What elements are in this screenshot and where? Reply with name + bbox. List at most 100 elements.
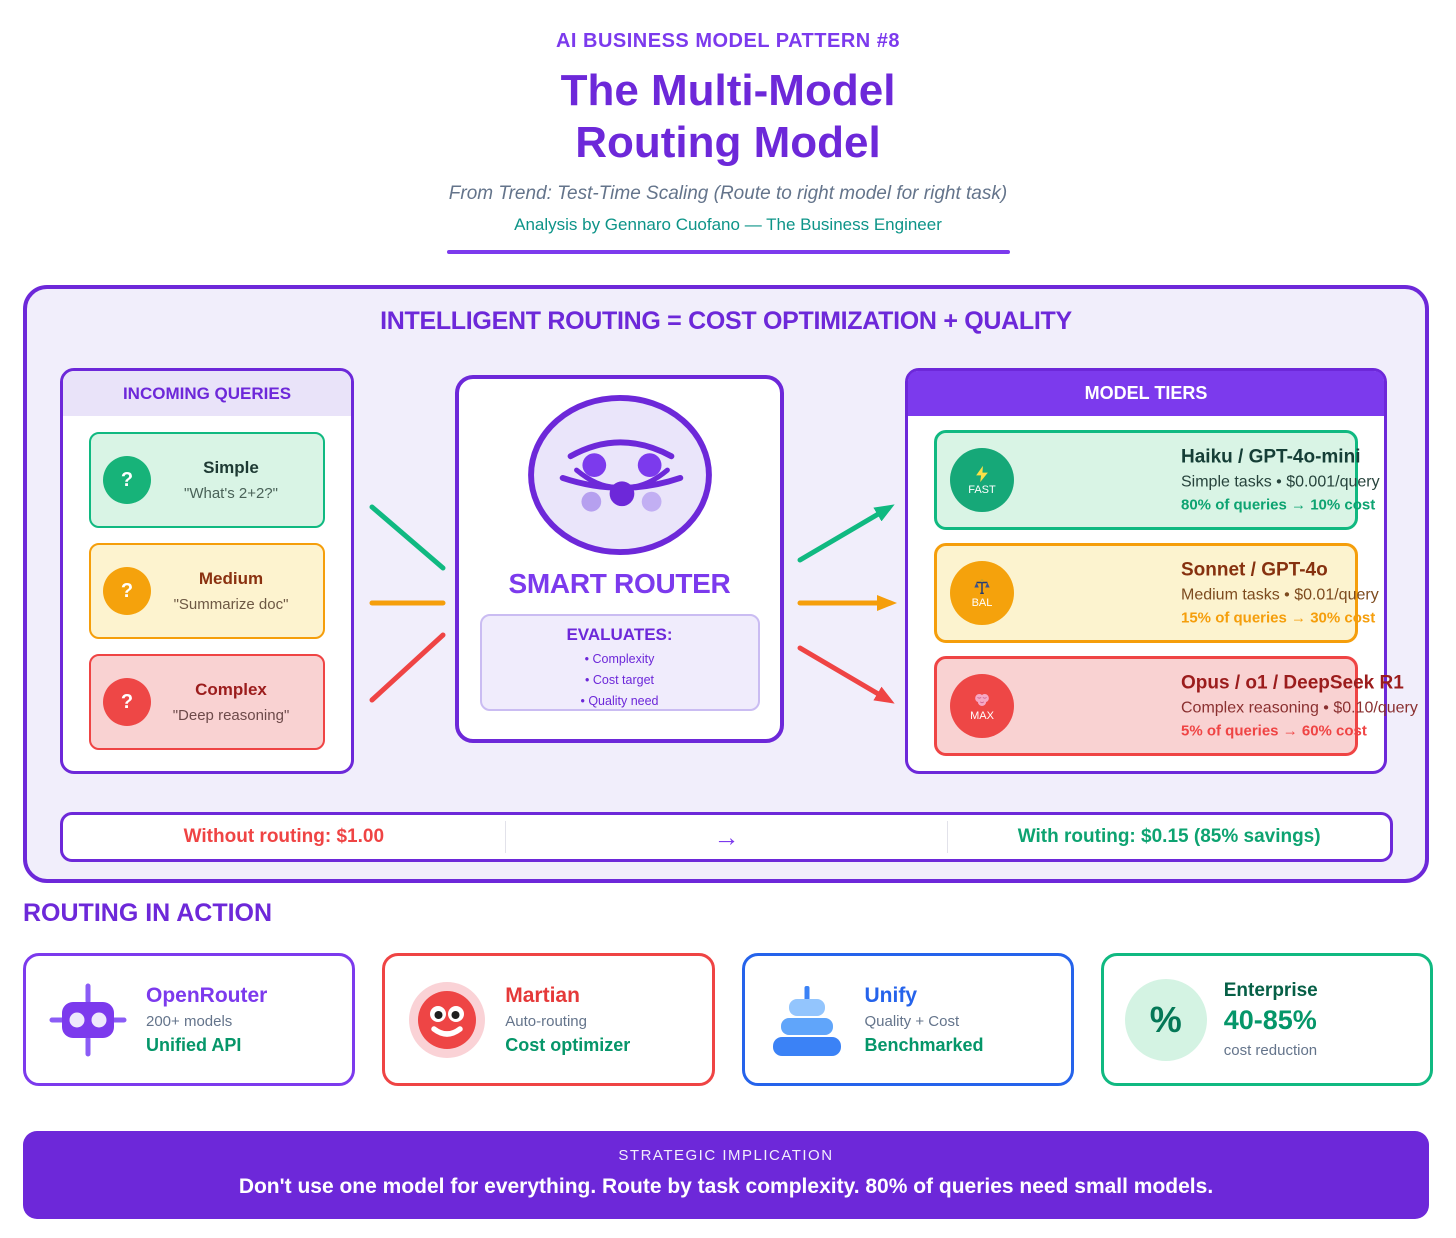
tier-text: Haiku / GPT-4o-mini Simple tasks • $0.00…: [1181, 447, 1380, 514]
router-face-icon: [459, 391, 780, 564]
provider-cards-row: OpenRouter 200+ models Unified API Marti…: [23, 953, 1433, 1086]
tier-name: Haiku / GPT-4o-mini: [1181, 446, 1361, 468]
query-card-medium: ? Medium "Summarize doc": [89, 543, 325, 639]
provider-name: Unify: [864, 983, 918, 1007]
query-text: Simple "What's 2+2?": [151, 458, 311, 502]
evaluates-criterion: • Complexity: [584, 652, 655, 666]
tier-name: Sonnet / GPT-4o: [1181, 559, 1328, 581]
query-label: Medium: [198, 569, 264, 588]
provider-name: Martian: [505, 983, 580, 1007]
provider-name: Enterprise: [1223, 980, 1318, 1001]
banner-text: Don't use one model for everything. Rout…: [238, 1175, 1214, 1198]
provider-card-unify: Unify Quality + Cost Benchmarked: [741, 953, 1074, 1086]
line-complex-to-router: [369, 632, 446, 703]
page-title-line2: Routing Model: [575, 117, 881, 167]
badge-label: FAST: [968, 483, 996, 496]
lightning-bolt-icon: [976, 465, 988, 482]
query-text: Complex "Deep reasoning": [151, 680, 311, 724]
layer-stack-icon: [761, 980, 853, 1060]
max-badge: MAX: [950, 674, 1014, 738]
provider-detail: 40-85%: [1223, 1005, 1317, 1035]
strategic-implication-banner: STRATEGIC IMPLICATION Don't use one mode…: [23, 1131, 1429, 1219]
cost-comparison-bar: Without routing: $1.00 → With routing: $…: [60, 812, 1393, 862]
trend-subtitle: From Trend: Test-Time Scaling (Route to …: [448, 182, 1008, 204]
brain-icon: [975, 693, 989, 706]
query-card-complex: ? Complex "Deep reasoning": [89, 654, 325, 750]
tier-card-max: MAX Opus / o1 / DeepSeek R1 Complex reas…: [934, 656, 1418, 756]
provider-text: Unify Quality + Cost Benchmarked: [865, 984, 984, 1056]
provider-highlight: cost reduction: [1223, 1042, 1318, 1059]
provider-text: Martian Auto-routing Cost optimizer: [505, 984, 630, 1056]
tier-list: FAST Haiku / GPT-4o-mini Simple tasks • …: [908, 416, 1418, 770]
query-example: "Deep reasoning": [172, 707, 290, 724]
byline: Analysis by Gennaro Cuofano — The Busine…: [514, 214, 942, 234]
divider: [504, 821, 506, 853]
divider: [947, 821, 949, 853]
badge-label: BAL: [971, 596, 993, 609]
query-card-simple: ? Simple "What's 2+2?": [89, 432, 325, 528]
mars-face-icon: [401, 980, 493, 1060]
right-arrow-glyph: →: [713, 821, 740, 852]
provider-card-martian: Martian Auto-routing Cost optimizer: [382, 953, 715, 1086]
evaluates-title: EVALUATES:: [566, 625, 673, 644]
evaluates-criterion: • Quality need: [580, 694, 659, 708]
badge-label: MAX: [970, 709, 994, 722]
with-routing-cost: With routing: $0.15 (85% savings): [1017, 826, 1321, 847]
percent-circle: %: [1124, 978, 1207, 1061]
query-label: Simple: [203, 458, 259, 477]
panel-title: INTELLIGENT ROUTING = COST OPTIMIZATION …: [380, 307, 1072, 335]
line-simple-to-router: [369, 504, 446, 571]
provider-detail: 200+ models: [146, 1012, 233, 1030]
smart-router-title: SMART ROUTER: [508, 568, 731, 599]
provider-card-enterprise: % Enterprise 40-85% cost reduction: [1100, 953, 1433, 1086]
provider-highlight: Benchmarked: [864, 1034, 984, 1055]
routing-in-action-title: ROUTING IN ACTION: [23, 899, 273, 927]
tier-stat: 5% of queries → 60% cost: [1181, 722, 1367, 740]
fast-badge: FAST: [950, 448, 1014, 512]
provider-card-openrouter: OpenRouter 200+ models Unified API: [23, 953, 356, 1086]
model-tiers-title: MODEL TIERS: [908, 371, 1384, 416]
tier-text: Sonnet / GPT-4o Medium tasks • $0.01/que…: [1181, 560, 1379, 627]
tier-detail: Medium tasks • $0.01/query: [1181, 586, 1379, 604]
tier-card-fast: FAST Haiku / GPT-4o-mini Simple tasks • …: [934, 430, 1380, 530]
page-title-line1: The Multi-Model: [560, 66, 896, 115]
provider-highlight: Cost optimizer: [505, 1034, 631, 1055]
tier-stat: 80% of queries → 10% cost: [1181, 496, 1376, 514]
provider-text: OpenRouter 200+ models Unified API: [146, 984, 267, 1056]
tier-detail: Complex reasoning • $0.10/query: [1181, 699, 1418, 717]
tier-text: Opus / o1 / DeepSeek R1 Complex reasonin…: [1181, 673, 1418, 740]
query-list: ? Simple "What's 2+2?" ? Medium "Summari…: [63, 416, 351, 766]
provider-name: OpenRouter: [146, 983, 268, 1007]
header: AI BUSINESS MODEL PATTERN #8 The Multi-M…: [0, 30, 1456, 254]
question-icon: ?: [103, 456, 151, 504]
provider-text: Enterprise 40-85% cost reduction: [1224, 980, 1318, 1059]
pattern-eyebrow: AI BUSINESS MODEL PATTERN #8: [555, 30, 901, 52]
arrow-router-to-fast: [797, 504, 895, 563]
tier-detail: Simple tasks • $0.001/query: [1181, 473, 1380, 491]
robot-icon: [42, 980, 134, 1060]
arrow-router-to-max: [797, 645, 895, 704]
provider-detail: Quality + Cost: [864, 1012, 960, 1030]
tier-stat: 15% of queries → 30% cost: [1181, 609, 1376, 627]
banner-eyebrow: STRATEGIC IMPLICATION: [618, 1147, 834, 1164]
intelligent-routing-panel: INTELLIGENT ROUTING = COST OPTIMIZATION …: [23, 285, 1429, 883]
question-icon: ?: [103, 678, 151, 726]
incoming-queries-panel: INCOMING QUERIES ? Simple "What's 2+2?" …: [60, 368, 354, 774]
percent-icon: %: [1120, 978, 1212, 1061]
provider-highlight: Unified API: [146, 1034, 242, 1055]
without-routing-cost: Without routing: $1.00: [183, 826, 385, 847]
page-title: The Multi-Model Routing Model: [0, 65, 1456, 169]
provider-detail: Auto-routing: [505, 1012, 587, 1030]
header-divider: [446, 249, 1010, 254]
question-icon: ?: [103, 567, 151, 615]
query-label: Complex: [195, 680, 267, 699]
incoming-queries-title: INCOMING QUERIES: [63, 371, 351, 416]
model-tiers-panel: MODEL TIERS FAST Haiku / GPT-4o-mini Sim…: [905, 368, 1418, 774]
query-text: Medium "Summarize doc": [151, 569, 311, 613]
balanced-badge: BAL: [950, 561, 1014, 625]
evaluates-criterion: • Cost target: [585, 673, 654, 687]
smart-router-box: SMART ROUTER EVALUATES: • Complexity • C…: [455, 375, 784, 743]
tier-name: Opus / o1 / DeepSeek R1: [1181, 672, 1404, 694]
balance-scale-icon: [974, 578, 990, 594]
